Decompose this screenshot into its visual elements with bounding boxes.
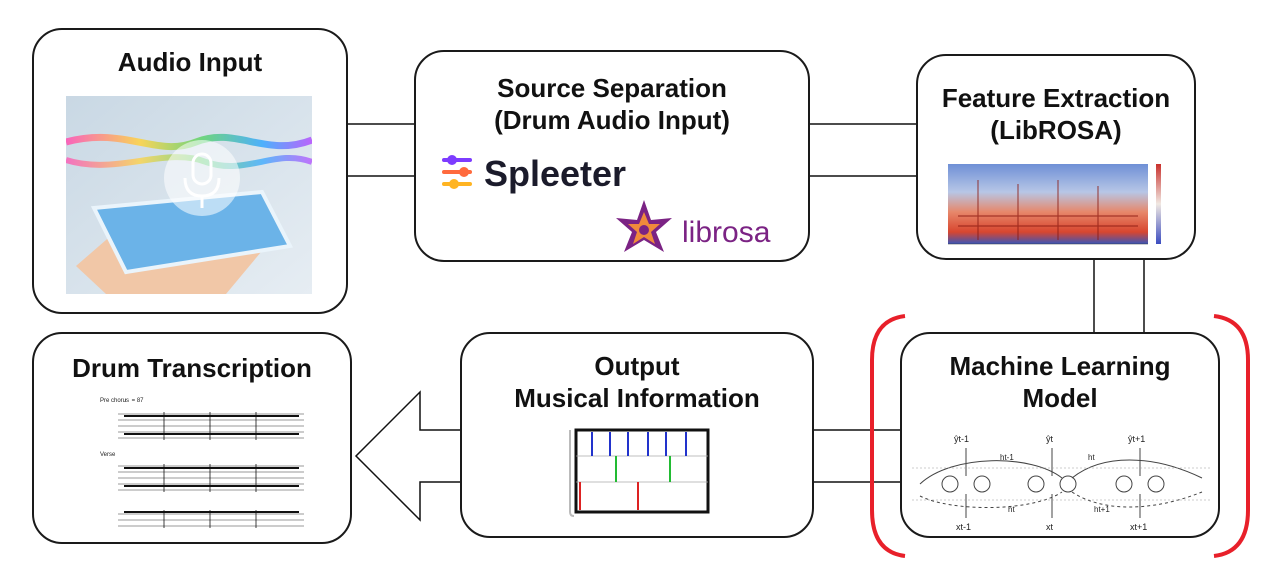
spleeter-logo-text: Spleeter: [484, 153, 626, 194]
audio-input-image: [66, 96, 312, 294]
rnn-label-x-prev: xt-1: [956, 522, 971, 532]
librosa-logo-text: librosa: [682, 216, 771, 249]
librosa-logo: librosa: [616, 200, 771, 252]
rnn-label-x-next: xt+1: [1130, 522, 1147, 532]
arrow-output-to-transcription: [354, 390, 462, 522]
node-ml-model: Machine Learning Model ŷt-1 ŷt ŷt+1 ht-1…: [900, 332, 1220, 538]
score-label-verse: Verse: [100, 452, 116, 458]
drum-score-image: Pre chorus ♩ = 87 Verse: [100, 398, 304, 528]
highlight-bracket-right: [1213, 314, 1250, 558]
ml-model-title-line2: Model: [1022, 383, 1098, 413]
source-separation-title: Source Separation (Drum Audio Input): [416, 72, 808, 136]
microphone-icon: [164, 140, 240, 216]
rnn-label-x-cur: xt: [1046, 522, 1054, 532]
rnn-label-h-prev: ht-1: [1000, 453, 1014, 462]
ml-model-title-line1: Machine Learning: [949, 351, 1171, 381]
score-label-tempo: ♩ = 87: [124, 398, 144, 404]
score-label-pre-chorus: Pre chorus: [100, 398, 129, 404]
ml-model-title: Machine Learning Model: [902, 350, 1218, 414]
rnn-label-h-cur: ht: [1088, 453, 1095, 462]
source-separation-title-line2: (Drum Audio Input): [494, 105, 730, 135]
output-onset-chart: [569, 428, 710, 517]
feature-extraction-title-line2: (LibROSA): [990, 115, 1122, 145]
rnn-label-hb-cur: ht: [1008, 505, 1015, 514]
node-feature-extraction: Feature Extraction (LibROSA): [916, 54, 1196, 260]
rnn-label-y-next: ŷt+1: [1128, 434, 1145, 444]
source-separation-title-line1: Source Separation: [497, 73, 727, 103]
node-source-separation: Source Separation (Drum Audio Input) Spl…: [414, 50, 810, 262]
output-title-line2: Musical Information: [514, 383, 760, 413]
node-drum-transcription: Drum Transcription Pre chorus ♩ = 87 Ver…: [32, 332, 352, 544]
feature-extraction-title: Feature Extraction (LibROSA): [918, 82, 1194, 146]
highlight-bracket-left: [870, 314, 906, 558]
spleeter-logo: Spleeter: [442, 153, 626, 194]
rnn-diagram: ŷt-1 ŷt ŷt+1 ht-1 ht ht ht+1 xt-1 xt xt+…: [912, 434, 1212, 532]
audio-input-title: Audio Input: [117, 47, 263, 77]
node-output: Output Musical Information: [460, 332, 814, 538]
node-audio-input: Audio Input: [32, 28, 348, 314]
feature-extraction-title-line1: Feature Extraction: [941, 83, 1171, 113]
output-title: Output Musical Information: [462, 350, 812, 414]
output-title-line1: Output: [594, 351, 680, 381]
spectrogram-image: [948, 164, 1161, 245]
rnn-label-hb-next: ht+1: [1094, 505, 1110, 514]
rnn-label-y-cur: ŷt: [1046, 434, 1054, 444]
rnn-label-y-prev: ŷt-1: [954, 434, 969, 444]
drum-transcription-title: Drum Transcription: [72, 353, 312, 383]
